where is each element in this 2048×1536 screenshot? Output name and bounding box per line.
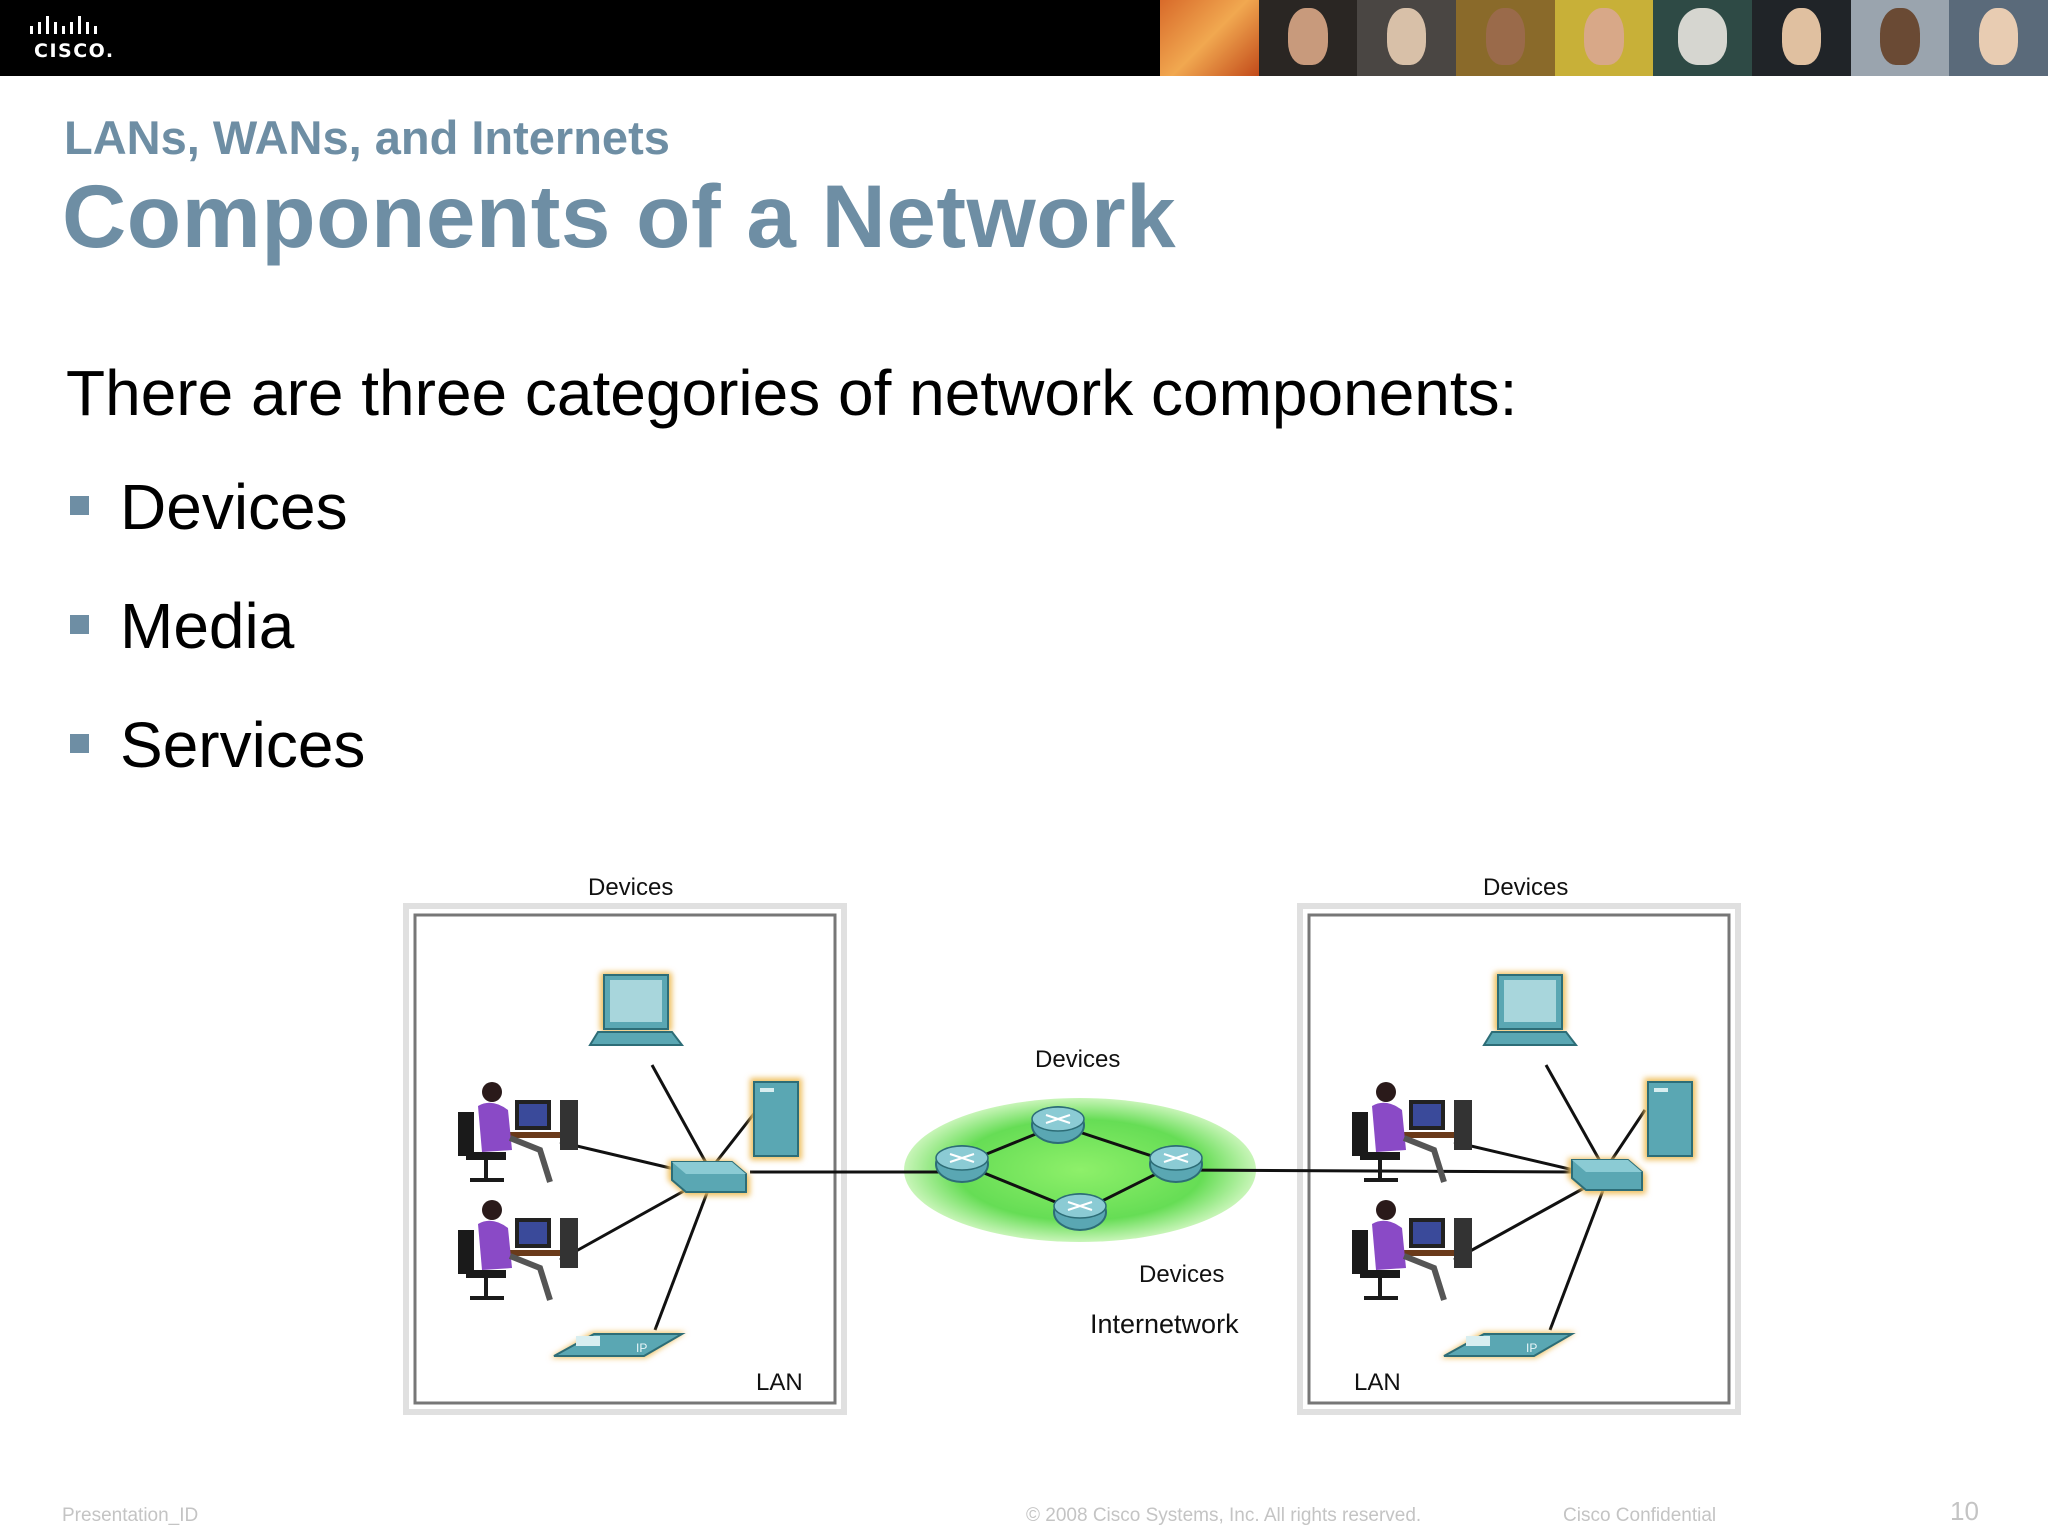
router-icon-left <box>935 1145 989 1183</box>
photo-9 <box>1949 0 2048 76</box>
internetwork-label: Internetwork <box>1090 1309 1239 1339</box>
photo-strip <box>1160 0 2048 76</box>
bullet-marker <box>70 615 89 634</box>
bullet-text: Media <box>120 590 295 662</box>
page-number: 10 <box>1950 1496 1979 1526</box>
left-devices-label: Devices <box>588 874 674 901</box>
right-workstation-user-icon-2 <box>1352 1200 1472 1301</box>
left-switch-icon <box>668 1160 750 1196</box>
bullet-item: Services <box>70 710 365 829</box>
bullet-item: Media <box>70 591 365 710</box>
bullet-marker <box>70 734 89 753</box>
right-switch-icon <box>1568 1158 1646 1194</box>
confidential-label: Cisco Confidential <box>1563 1505 1717 1526</box>
internetwork-devices-bottom-label: Devices <box>1139 1261 1225 1288</box>
right-ip-phone-icon: IP <box>1440 1332 1576 1358</box>
photo-3 <box>1357 0 1457 76</box>
left-workstation-user-icon <box>458 1082 578 1183</box>
presentation-id: Presentation_ID <box>62 1505 199 1526</box>
left-ip-phone-icon: IP <box>550 1332 686 1358</box>
right-workstation-user-icon <box>1352 1082 1472 1183</box>
photo-6 <box>1653 0 1753 76</box>
logo-text: CISCO. <box>34 40 115 62</box>
slide-title: Components of a Network <box>62 166 1177 266</box>
photo-2 <box>1258 0 1358 76</box>
bullet-list: Devices Media Services <box>70 472 365 829</box>
copyright-notice: © 2008 Cisco Systems, Inc. All rights re… <box>1026 1505 1422 1526</box>
bullet-text: Devices <box>120 471 348 543</box>
right-devices-label: Devices <box>1483 874 1569 901</box>
cisco-logo: CISCO. <box>30 14 120 64</box>
photo-5 <box>1554 0 1654 76</box>
bullet-text: Services <box>120 709 366 781</box>
photo-1 <box>1160 0 1259 76</box>
photo-8 <box>1850 0 1950 76</box>
right-server-icon <box>1644 1078 1696 1160</box>
router-icon-bottom <box>1053 1193 1107 1231</box>
internetwork-cloud <box>904 1098 1256 1242</box>
svg-text:IP: IP <box>1526 1341 1537 1355</box>
router-icon-top <box>1031 1106 1085 1144</box>
left-workstation-user-icon-2 <box>458 1200 578 1301</box>
right-laptop-icon <box>1482 972 1579 1046</box>
internetwork-devices-top-label: Devices <box>1035 1046 1121 1073</box>
svg-text:IP: IP <box>636 1341 647 1355</box>
left-lan-label: LAN <box>756 1369 803 1396</box>
photo-7 <box>1752 0 1851 76</box>
network-diagram: IP <box>400 860 1760 1440</box>
left-laptop-icon <box>588 972 685 1046</box>
right-lan-label: LAN <box>1354 1369 1401 1396</box>
router-icon-right <box>1149 1145 1203 1183</box>
bullet-marker <box>70 496 89 515</box>
intro-text: There are three categories of network co… <box>66 357 1518 429</box>
header-bar: CISCO. <box>0 0 2048 76</box>
photo-4 <box>1456 0 1555 76</box>
left-server-icon <box>750 1078 802 1160</box>
slide-subtitle: LANs, WANs, and Internets <box>64 111 670 164</box>
bullet-item: Devices <box>70 472 365 591</box>
